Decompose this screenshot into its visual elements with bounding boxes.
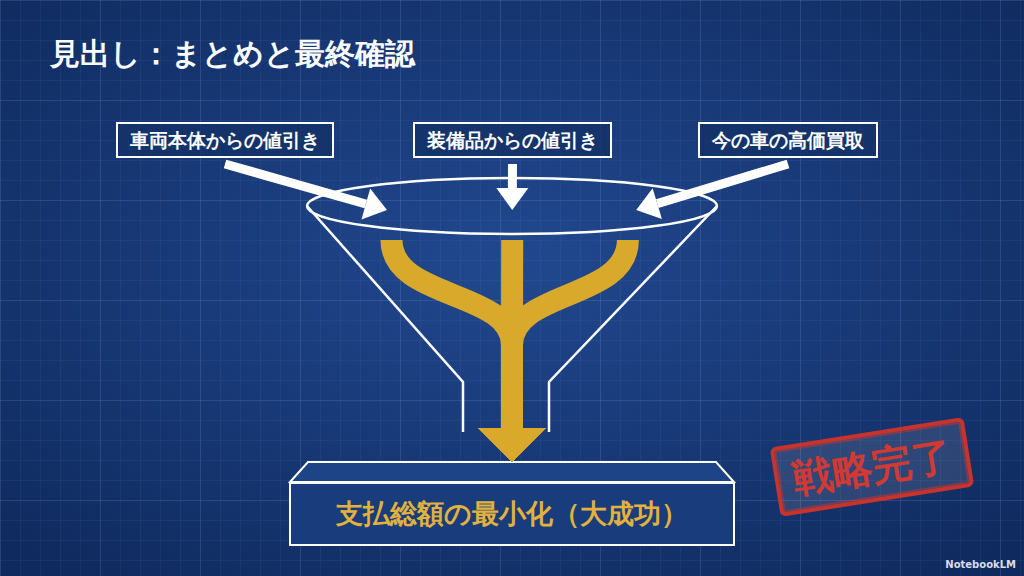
- input-box: 今の車の高価買取: [698, 122, 878, 158]
- watermark: NotebookLM: [945, 559, 1016, 571]
- input-box: 車両本体からの値引き: [116, 122, 334, 158]
- node-text: 戦略完了: [789, 432, 954, 502]
- node-text: 装備品からの値引き: [427, 129, 598, 151]
- result-box: 支払総額の最小化（大成功）: [289, 482, 735, 546]
- slab-top: [290, 462, 734, 482]
- merge-arrow: [225, 164, 546, 462]
- merge-arrow: [478, 164, 788, 462]
- funnel: [307, 178, 717, 432]
- node-text: 今の車の高価買取: [712, 129, 864, 151]
- title: 見出し：まとめと最終確認: [50, 36, 415, 72]
- node-text: 車両本体からの値引き: [130, 129, 320, 151]
- node-text: 支払総額の最小化（大成功）: [307, 498, 717, 530]
- input-box: 装備品からの値引き: [413, 122, 612, 158]
